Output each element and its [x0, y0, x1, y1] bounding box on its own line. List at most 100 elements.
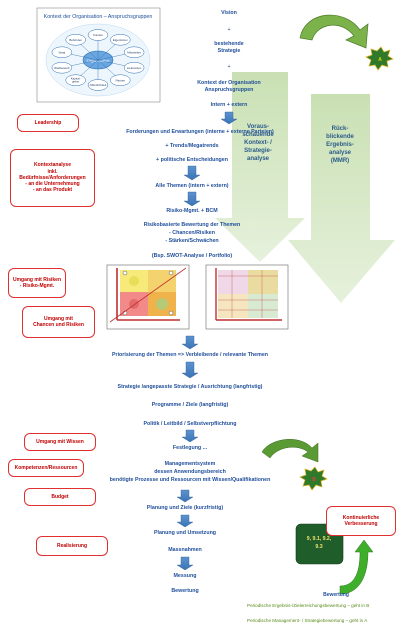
flow-determination: Festlegung ... — [173, 445, 208, 451]
stakeholder-node — [87, 79, 109, 91]
stakeholder-label: Kapital-geber — [71, 77, 81, 84]
stakeholder-label: Wettbewerb — [54, 66, 70, 70]
flow-all-topics: Alle Themen (intern + extern) — [155, 183, 228, 189]
down-arrow-icon — [176, 514, 194, 528]
stakeholder-label: Behörden — [69, 38, 82, 42]
flow-intern-extern: Intern + extern — [211, 102, 248, 108]
stakeholder-label: Mitarbeiter — [127, 50, 141, 54]
pdca-box-line: 9.3 — [315, 544, 322, 550]
pdca-box-line: 9, 9.1, 9.2, — [307, 536, 332, 542]
leadership-box: Leadership — [17, 114, 79, 132]
flow-context-line: Kontext der Organisation — [197, 80, 261, 86]
flow-riskbased-line: Risikobasierte Bewertung der Themen — [144, 222, 241, 228]
flow-programs: Programme / Ziele (langfristig) — [152, 402, 229, 408]
flow-riskbased-line: - Chancen/Risiken — [169, 230, 215, 236]
stakeholder-label: Partner — [116, 78, 126, 82]
stakeholder-label: Öffentlichkeit — [90, 83, 107, 87]
star-b-icon: B — [299, 466, 328, 491]
stakeholder-node — [87, 29, 109, 41]
star-a-label: A — [378, 57, 382, 63]
stakeholder-node — [123, 46, 145, 59]
flow-prioritization: Priorisierung der Themen => Verbleibende… — [112, 352, 268, 358]
flow-riskbased: Risikobasierte Bewertung der Themen - Cha… — [144, 222, 241, 244]
stakeholder-node — [51, 61, 73, 74]
context-analysis-box: Kontextanalyse inkl. Bedürfnisse/Anforde… — [10, 149, 95, 207]
stakeholder-node — [110, 74, 131, 86]
flow-evaluation: Bewertung — [171, 588, 198, 594]
flow-vision: Vision — [221, 10, 237, 16]
periodic-result-evaluation: Periodische Ergebnis-/Zielerreichungsbew… — [247, 603, 370, 608]
flow-mgmt-system-line: benötigte Prozesse und Ressourcen mit Wi… — [110, 477, 271, 483]
flow-measurement: Messung — [174, 573, 197, 579]
competencies-box: Kompetenzen/Ressourcen — [8, 459, 84, 477]
context-panel: Kontext der Organisation – Anspruchsgrup… — [36, 7, 161, 103]
down-arrow-icon — [181, 335, 199, 350]
realization-box: Realisierung — [36, 536, 108, 556]
forward-analysis-line: Strategie- — [244, 148, 272, 154]
down-arrow-icon — [181, 361, 199, 379]
down-arrow-icon — [220, 111, 238, 125]
flow-requirements: Forderungen und Erwartungen (interne + e… — [126, 129, 274, 135]
star-b-label: B — [312, 477, 316, 483]
stakeholder-nodes: KundenEigentümerMitarbeiterLieferantenPa… — [51, 29, 145, 91]
flow-strategy-line: Strategie — [218, 48, 241, 54]
evaluation-side-label: Bewertung — [323, 592, 349, 598]
down-arrow-icon — [176, 556, 194, 571]
backward-analysis-line: blickende — [326, 134, 354, 140]
flow-plus-1: + — [227, 27, 230, 33]
forward-analysis-line: Kontext- / — [244, 140, 272, 146]
flow-risk: Risiko-Mgmt. + BCM — [166, 208, 218, 214]
forward-analysis-line: analyse — [247, 156, 270, 162]
improvement-box: Kontinuierliche Verbesserung — [326, 506, 396, 536]
stakeholder-node — [123, 61, 145, 74]
down-arrow-icon — [183, 191, 201, 207]
flow-planning: Planung und Ziele (kurzfristig) — [147, 505, 223, 511]
budget-box: Budget — [24, 488, 96, 506]
stakeholder-node — [65, 34, 86, 46]
flow-mgmt-system: Managementsystem dessen Anwendungsbereich… — [110, 461, 271, 483]
flow-mgmt-system-line: dessen Anwendungsbereich — [154, 469, 226, 475]
green-return-arrow-top — [299, 14, 369, 49]
stakeholder-label: Eigentümer — [113, 38, 128, 42]
down-arrow-icon — [181, 429, 199, 443]
stakeholder-label: Lieferanten — [127, 66, 142, 70]
flow-context-line: Anspruchsgruppen — [205, 87, 254, 93]
flow-strategy-line: bestehende — [214, 41, 243, 47]
star-a-icon: A — [365, 46, 394, 71]
flow-policy: Politik / Leitbild / Selbstverpflichtung — [144, 421, 237, 427]
stakeholder-label: Kunden — [93, 33, 103, 37]
down-arrow-icon — [176, 489, 194, 503]
flow-politics: + politische Entscheidungen — [156, 157, 228, 163]
pdca-box-label: 9, 9.1, 9.2, 9.3 — [307, 536, 332, 550]
stakeholder-node — [65, 74, 86, 86]
backward-analysis-line: analyse — [329, 150, 352, 156]
flow-strategy-long: Strategie /angepasste Strategie / Ausric… — [118, 384, 263, 390]
stakeholder-label: Staat — [58, 50, 65, 54]
backward-analysis-line: Rück- — [332, 126, 349, 132]
forward-analysis-line: Voraus- — [247, 124, 269, 130]
swot-matrix-left — [106, 264, 190, 330]
chance-handling-box: Umgang mit Chancen und Risiken — [22, 306, 95, 338]
stakeholder-node — [51, 46, 73, 59]
context-panel-title: Kontext der Organisation – Anspruchsgrup… — [44, 14, 153, 20]
flow-riskbased-line: - Stärken/Schwächen — [165, 238, 218, 244]
flow-plus-2: + — [227, 64, 230, 70]
stakeholder-node — [110, 34, 131, 46]
backward-analysis-line: (MMR) — [331, 158, 349, 164]
flow-trends: + Trends/Megatrends — [165, 143, 218, 149]
periodic-management-evaluation: Periodische Management- / Strategiebewer… — [247, 618, 368, 623]
backward-analysis-line: Ergebnis- — [326, 142, 354, 148]
flow-swot: (Bsp. SWOT-Analyse / Portfolio) — [152, 253, 233, 259]
flow-measures: Massnahmen — [168, 547, 202, 553]
green-return-arrow-middle — [261, 439, 319, 463]
risk-handling-box: Umgang mit Risiken - Risiko-Mgmt. — [8, 268, 66, 298]
flow-mgmt-system-line: Managementsystem — [165, 461, 216, 467]
